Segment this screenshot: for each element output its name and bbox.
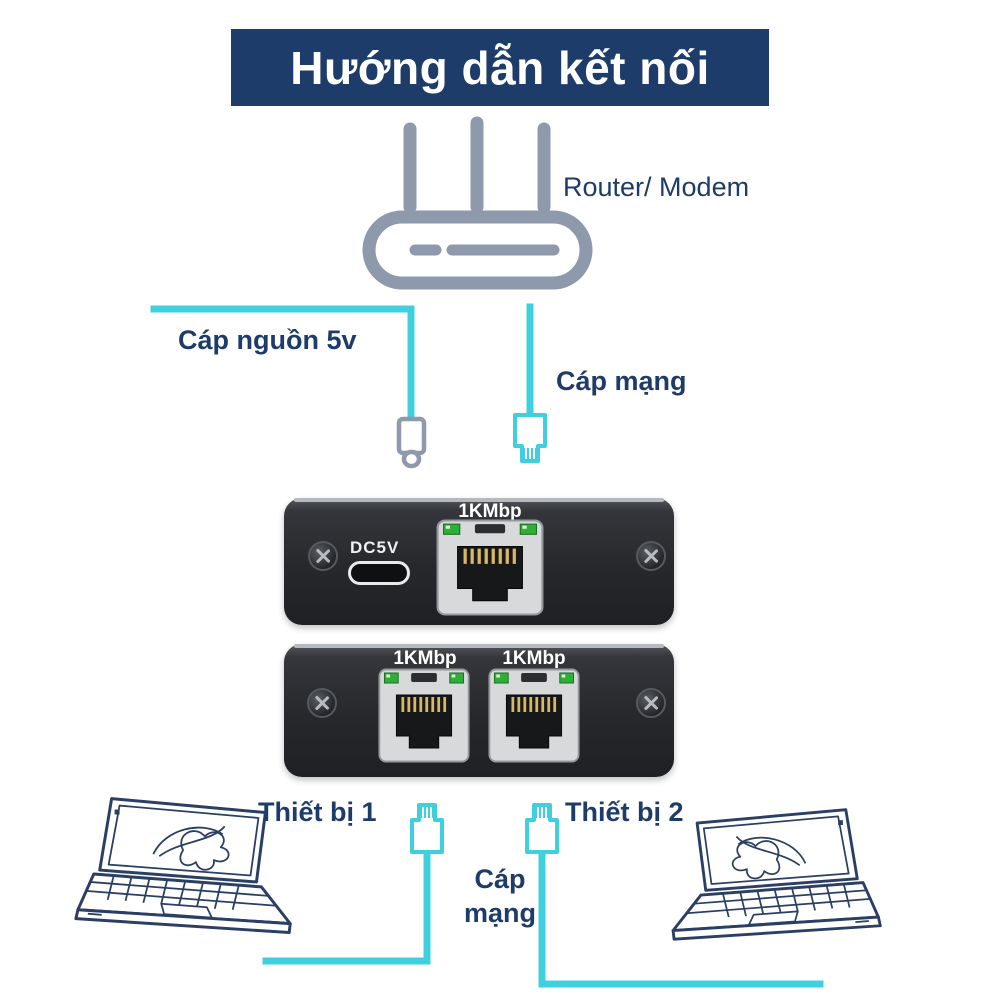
- power-cable-label: Cáp nguồn 5v: [178, 325, 357, 355]
- ethernet-port: [436, 519, 544, 616]
- rj45-plug-icon: [513, 413, 547, 463]
- device1-label: Thiết bị 1: [258, 797, 377, 827]
- rj45-plug-icon: [410, 803, 444, 854]
- screw-icon: [307, 688, 337, 718]
- ethernet-port: [378, 668, 470, 763]
- ethernet-port: [488, 668, 580, 763]
- title-banner: Hướng dẫn kết nối: [231, 29, 769, 106]
- rj45-plug-icon: [525, 803, 559, 854]
- device2-label: Thiết bị 2: [565, 797, 684, 827]
- page-title: Hướng dẫn kết nối: [290, 41, 710, 94]
- device-top-edge: [294, 644, 664, 648]
- screw-icon: [636, 688, 666, 718]
- switch-front-panel: 1KMbp DC5V: [284, 498, 674, 625]
- dc5v-label: DC5V: [350, 538, 400, 557]
- network-cable-label: Cáp mạng: [556, 366, 687, 396]
- screw-icon: [308, 541, 338, 571]
- usb-c-plug-icon: [396, 416, 427, 469]
- router-label: Router/ Modem: [563, 172, 750, 202]
- router-icon: [362, 116, 593, 290]
- usb-c-port: [348, 561, 410, 585]
- port-speed-label: 1KMbp: [458, 501, 522, 522]
- network-cable-bottom-label-line2: mạng: [463, 898, 536, 928]
- switch-back-panel: 1KMbp 1KMbp: [284, 644, 674, 777]
- network-cable-bottom-label-line1: Cáp: [474, 864, 526, 894]
- port-speed-label: 1KMbp: [393, 648, 457, 669]
- network-cable-bottom-label: Cáp mạng: [445, 862, 555, 930]
- port-speed-label: 1KMbp: [502, 648, 566, 669]
- device-top-edge: [294, 498, 664, 502]
- screw-icon: [636, 541, 666, 571]
